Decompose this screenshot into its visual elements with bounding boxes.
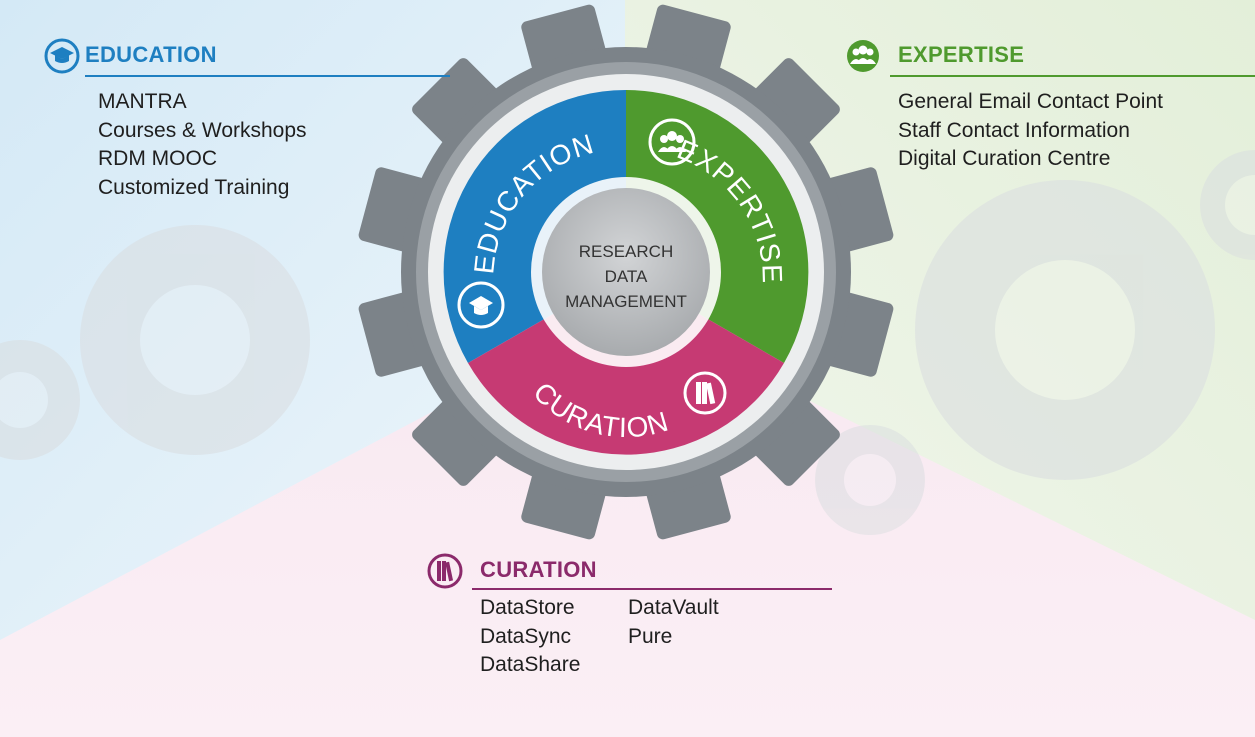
graduation-cap-icon [44, 38, 80, 74]
list-item: DataShare [480, 653, 581, 676]
background-gear-right [915, 180, 1215, 480]
background-gear-right-edge [1200, 150, 1255, 260]
expertise-list: General Email Contact Point Staff Contac… [898, 88, 1163, 174]
people-group-icon [847, 40, 879, 72]
books-icon [427, 553, 463, 589]
people-group-icon [648, 118, 696, 166]
hub-text-line3: MANAGEMENT [565, 292, 687, 311]
books-icon [683, 371, 727, 415]
list-item: Courses & Workshops [98, 118, 307, 142]
list-item: Digital Curation Centre [898, 147, 1111, 170]
curation-title: CURATION [480, 557, 597, 582]
curation-list-col2: DataVault Pure [628, 594, 719, 651]
list-item: RDM MOOC [98, 147, 217, 170]
list-item: MANTRA [98, 90, 187, 113]
hub [542, 188, 710, 356]
curation-rule [472, 588, 832, 590]
list-item: DataStore [480, 596, 575, 619]
curation-list-col1: DataStore DataSync DataShare [480, 594, 580, 680]
hub-text-line1: RESEARCH [579, 242, 673, 261]
list-item: Customized Training [98, 175, 290, 199]
list-item: General Email Contact Point [898, 90, 1163, 113]
background-gear-left [80, 225, 310, 455]
list-item: DataVault [628, 596, 719, 619]
education-rule [85, 75, 450, 77]
expertise-title: EXPERTISE [898, 42, 1025, 67]
hub-text-line2: DATA [605, 267, 648, 286]
list-item: Pure [628, 624, 673, 648]
background-gear-right-small [815, 425, 925, 535]
list-item: Staff Contact Information [898, 118, 1130, 142]
background-gear-left-small [0, 340, 80, 460]
list-item: DataSync [480, 624, 572, 648]
education-title: EDUCATION [85, 42, 217, 67]
central-gear: RESEARCH DATA MANAGEMENT EDUCATION EXPER… [358, 4, 894, 540]
education-list: MANTRA Courses & Workshops RDM MOOC Cust… [98, 88, 307, 202]
expertise-rule [890, 75, 1255, 77]
graduation-cap-icon [457, 281, 505, 329]
